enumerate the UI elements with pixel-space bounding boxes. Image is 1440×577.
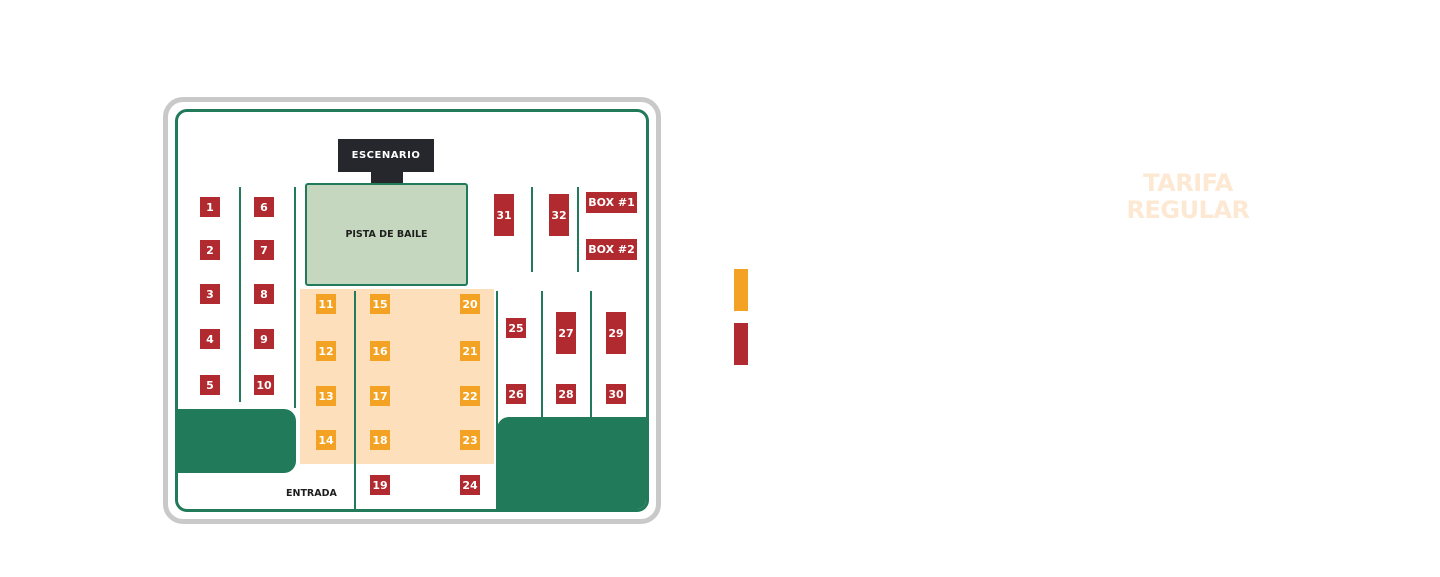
dance-floor-label: PISTA DE BAILE — [345, 229, 428, 240]
box-2[interactable]: BOX #2 — [586, 239, 637, 260]
table-number: 26 — [508, 387, 524, 401]
table-5[interactable]: 5 — [200, 375, 220, 395]
table-13[interactable]: 13 — [316, 386, 336, 406]
divider-line — [496, 291, 498, 509]
table-number: 13 — [318, 389, 334, 403]
table-number: 22 — [462, 389, 478, 403]
table-number: 7 — [260, 243, 268, 257]
box-1[interactable]: BOX #1 — [586, 192, 637, 213]
table-number: 2 — [206, 243, 214, 257]
legend-swatch-regular — [734, 323, 748, 365]
table-number: 18 — [372, 433, 388, 447]
table-number: 1 — [206, 200, 214, 214]
table-2[interactable]: 2 — [200, 240, 220, 260]
table-7[interactable]: 7 — [254, 240, 274, 260]
table-24[interactable]: 24 — [460, 475, 480, 495]
table-12[interactable]: 12 — [316, 341, 336, 361]
table-18[interactable]: 18 — [370, 430, 390, 450]
divider-line — [590, 291, 592, 418]
table-20[interactable]: 20 — [460, 294, 480, 314]
table-21[interactable]: 21 — [460, 341, 480, 361]
table-10[interactable]: 10 — [254, 375, 274, 395]
table-number: 27 — [558, 326, 574, 340]
divider-line — [354, 291, 356, 509]
table-number: 8 — [260, 287, 268, 301]
table-number: 14 — [318, 433, 334, 447]
table-number: 15 — [372, 297, 388, 311]
legend-title-line-2: REGULAR — [1126, 196, 1250, 224]
legend-title: TARIFA REGULAR — [1095, 170, 1281, 224]
green-area-right — [497, 417, 646, 509]
table-15[interactable]: 15 — [370, 294, 390, 314]
box-label: BOX #1 — [588, 196, 635, 209]
table-number: 32 — [551, 208, 567, 222]
table-number: 17 — [372, 389, 388, 403]
table-number: 23 — [462, 433, 478, 447]
table-29[interactable]: 29 — [606, 312, 626, 354]
venue-floor: ESCENARIO PISTA DE BAILE ENTRADA 1 2 3 4… — [175, 109, 649, 512]
table-6[interactable]: 6 — [254, 197, 274, 217]
table-25[interactable]: 25 — [506, 318, 526, 338]
table-16[interactable]: 16 — [370, 341, 390, 361]
table-number: 6 — [260, 200, 268, 214]
table-number: 24 — [462, 478, 478, 492]
stage: ESCENARIO — [338, 139, 434, 172]
table-8[interactable]: 8 — [254, 284, 274, 304]
table-number: 21 — [462, 344, 478, 358]
table-3[interactable]: 3 — [200, 284, 220, 304]
table-number: 5 — [206, 378, 214, 392]
table-number: 10 — [256, 378, 272, 392]
table-31[interactable]: 31 — [494, 194, 514, 236]
table-23[interactable]: 23 — [460, 430, 480, 450]
table-17[interactable]: 17 — [370, 386, 390, 406]
table-number: 11 — [318, 297, 334, 311]
table-9[interactable]: 9 — [254, 329, 274, 349]
table-19[interactable]: 19 — [370, 475, 390, 495]
table-number: 3 — [206, 287, 214, 301]
table-14[interactable]: 14 — [316, 430, 336, 450]
table-number: 31 — [496, 208, 512, 222]
legend-swatch-premium — [734, 269, 748, 311]
table-32[interactable]: 32 — [549, 194, 569, 236]
table-number: 16 — [372, 344, 388, 358]
dance-floor: PISTA DE BAILE — [305, 183, 468, 286]
table-number: 19 — [372, 478, 388, 492]
table-22[interactable]: 22 — [460, 386, 480, 406]
table-30[interactable]: 30 — [606, 384, 626, 404]
box-label: BOX #2 — [588, 243, 635, 256]
table-11[interactable]: 11 — [316, 294, 336, 314]
venue-map: ESCENARIO PISTA DE BAILE ENTRADA 1 2 3 4… — [163, 97, 661, 524]
table-number: 28 — [558, 387, 574, 401]
stage-label: ESCENARIO — [351, 150, 421, 161]
table-28[interactable]: 28 — [556, 384, 576, 404]
green-area-left — [178, 409, 296, 473]
divider-line — [577, 187, 579, 272]
table-number: 29 — [608, 326, 624, 340]
table-number: 30 — [608, 387, 624, 401]
table-number: 20 — [462, 297, 478, 311]
divider-line — [239, 187, 241, 402]
divider-line — [541, 291, 543, 418]
entrance-label: ENTRADA — [286, 488, 337, 499]
table-number: 4 — [206, 332, 214, 346]
table-1[interactable]: 1 — [200, 197, 220, 217]
table-number: 9 — [260, 332, 268, 346]
table-number: 25 — [508, 321, 524, 335]
table-26[interactable]: 26 — [506, 384, 526, 404]
legend-title-line-1: TARIFA — [1143, 169, 1233, 197]
divider-line — [294, 187, 296, 408]
divider-line — [531, 187, 533, 272]
table-number: 12 — [318, 344, 334, 358]
table-27[interactable]: 27 — [556, 312, 576, 354]
table-4[interactable]: 4 — [200, 329, 220, 349]
